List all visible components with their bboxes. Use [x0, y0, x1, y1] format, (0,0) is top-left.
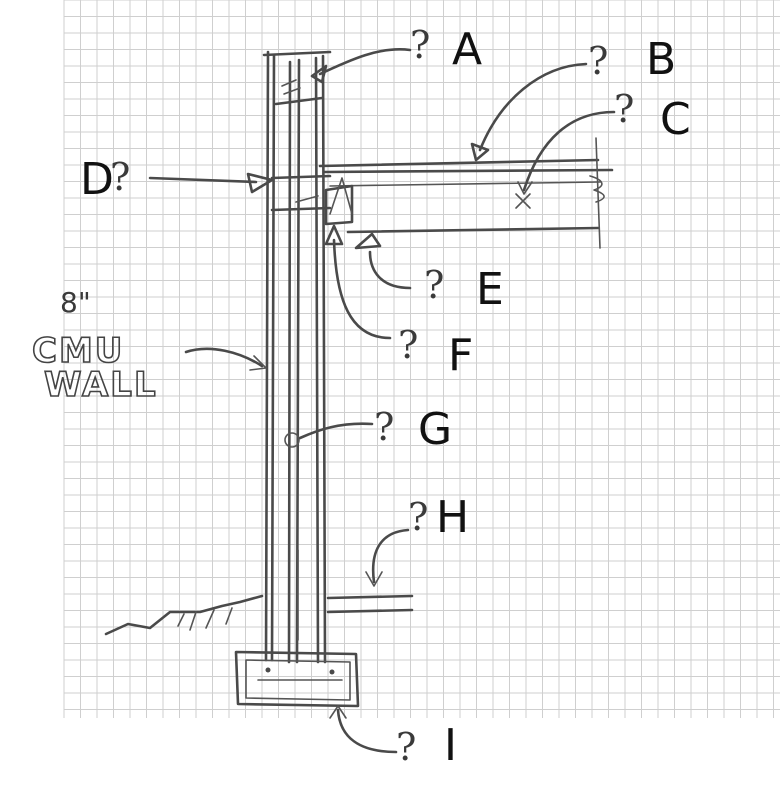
- wall-label-material: CMU: [32, 331, 124, 371]
- question-mark-g: ?: [374, 405, 394, 449]
- callout-letter-a: A: [452, 24, 482, 75]
- callout-letter-f: F: [448, 330, 473, 381]
- wall-label: 8" CMU WALL: [31, 286, 158, 406]
- question-mark-h: ?: [408, 495, 428, 539]
- callout-letter-h: H: [436, 492, 469, 543]
- question-mark-c: ?: [614, 87, 634, 131]
- question-mark-f: ?: [398, 323, 418, 367]
- callout-letter-i: I: [444, 720, 457, 771]
- cmu-wall: [262, 50, 332, 664]
- callout-letter-b: B: [646, 34, 676, 85]
- question-mark-e: ?: [424, 263, 444, 307]
- graph-paper-grid: [63, 0, 780, 718]
- callout-letter-g: G: [418, 404, 452, 455]
- question-mark-i: ?: [396, 725, 416, 769]
- callout-letters: A B C D E F G H I: [80, 24, 691, 771]
- floor-slab: [326, 594, 414, 614]
- roof-structure: [295, 137, 614, 250]
- callout-letter-d: D: [80, 154, 114, 205]
- question-mark-a: ?: [410, 23, 430, 67]
- callout-letter-e: E: [476, 264, 504, 315]
- wall-label-size: 8": [60, 286, 91, 319]
- leader-arrows: [148, 48, 616, 754]
- callout-letter-c: C: [660, 94, 691, 145]
- ground-line: [104, 594, 264, 636]
- question-mark-d: ?: [110, 155, 130, 199]
- question-mark-b: ?: [588, 39, 608, 83]
- question-marks: ? ? ? ? ? ? ? ? ?: [110, 23, 634, 769]
- wall-label-wall: WALL: [44, 365, 158, 405]
- footing: [234, 650, 360, 708]
